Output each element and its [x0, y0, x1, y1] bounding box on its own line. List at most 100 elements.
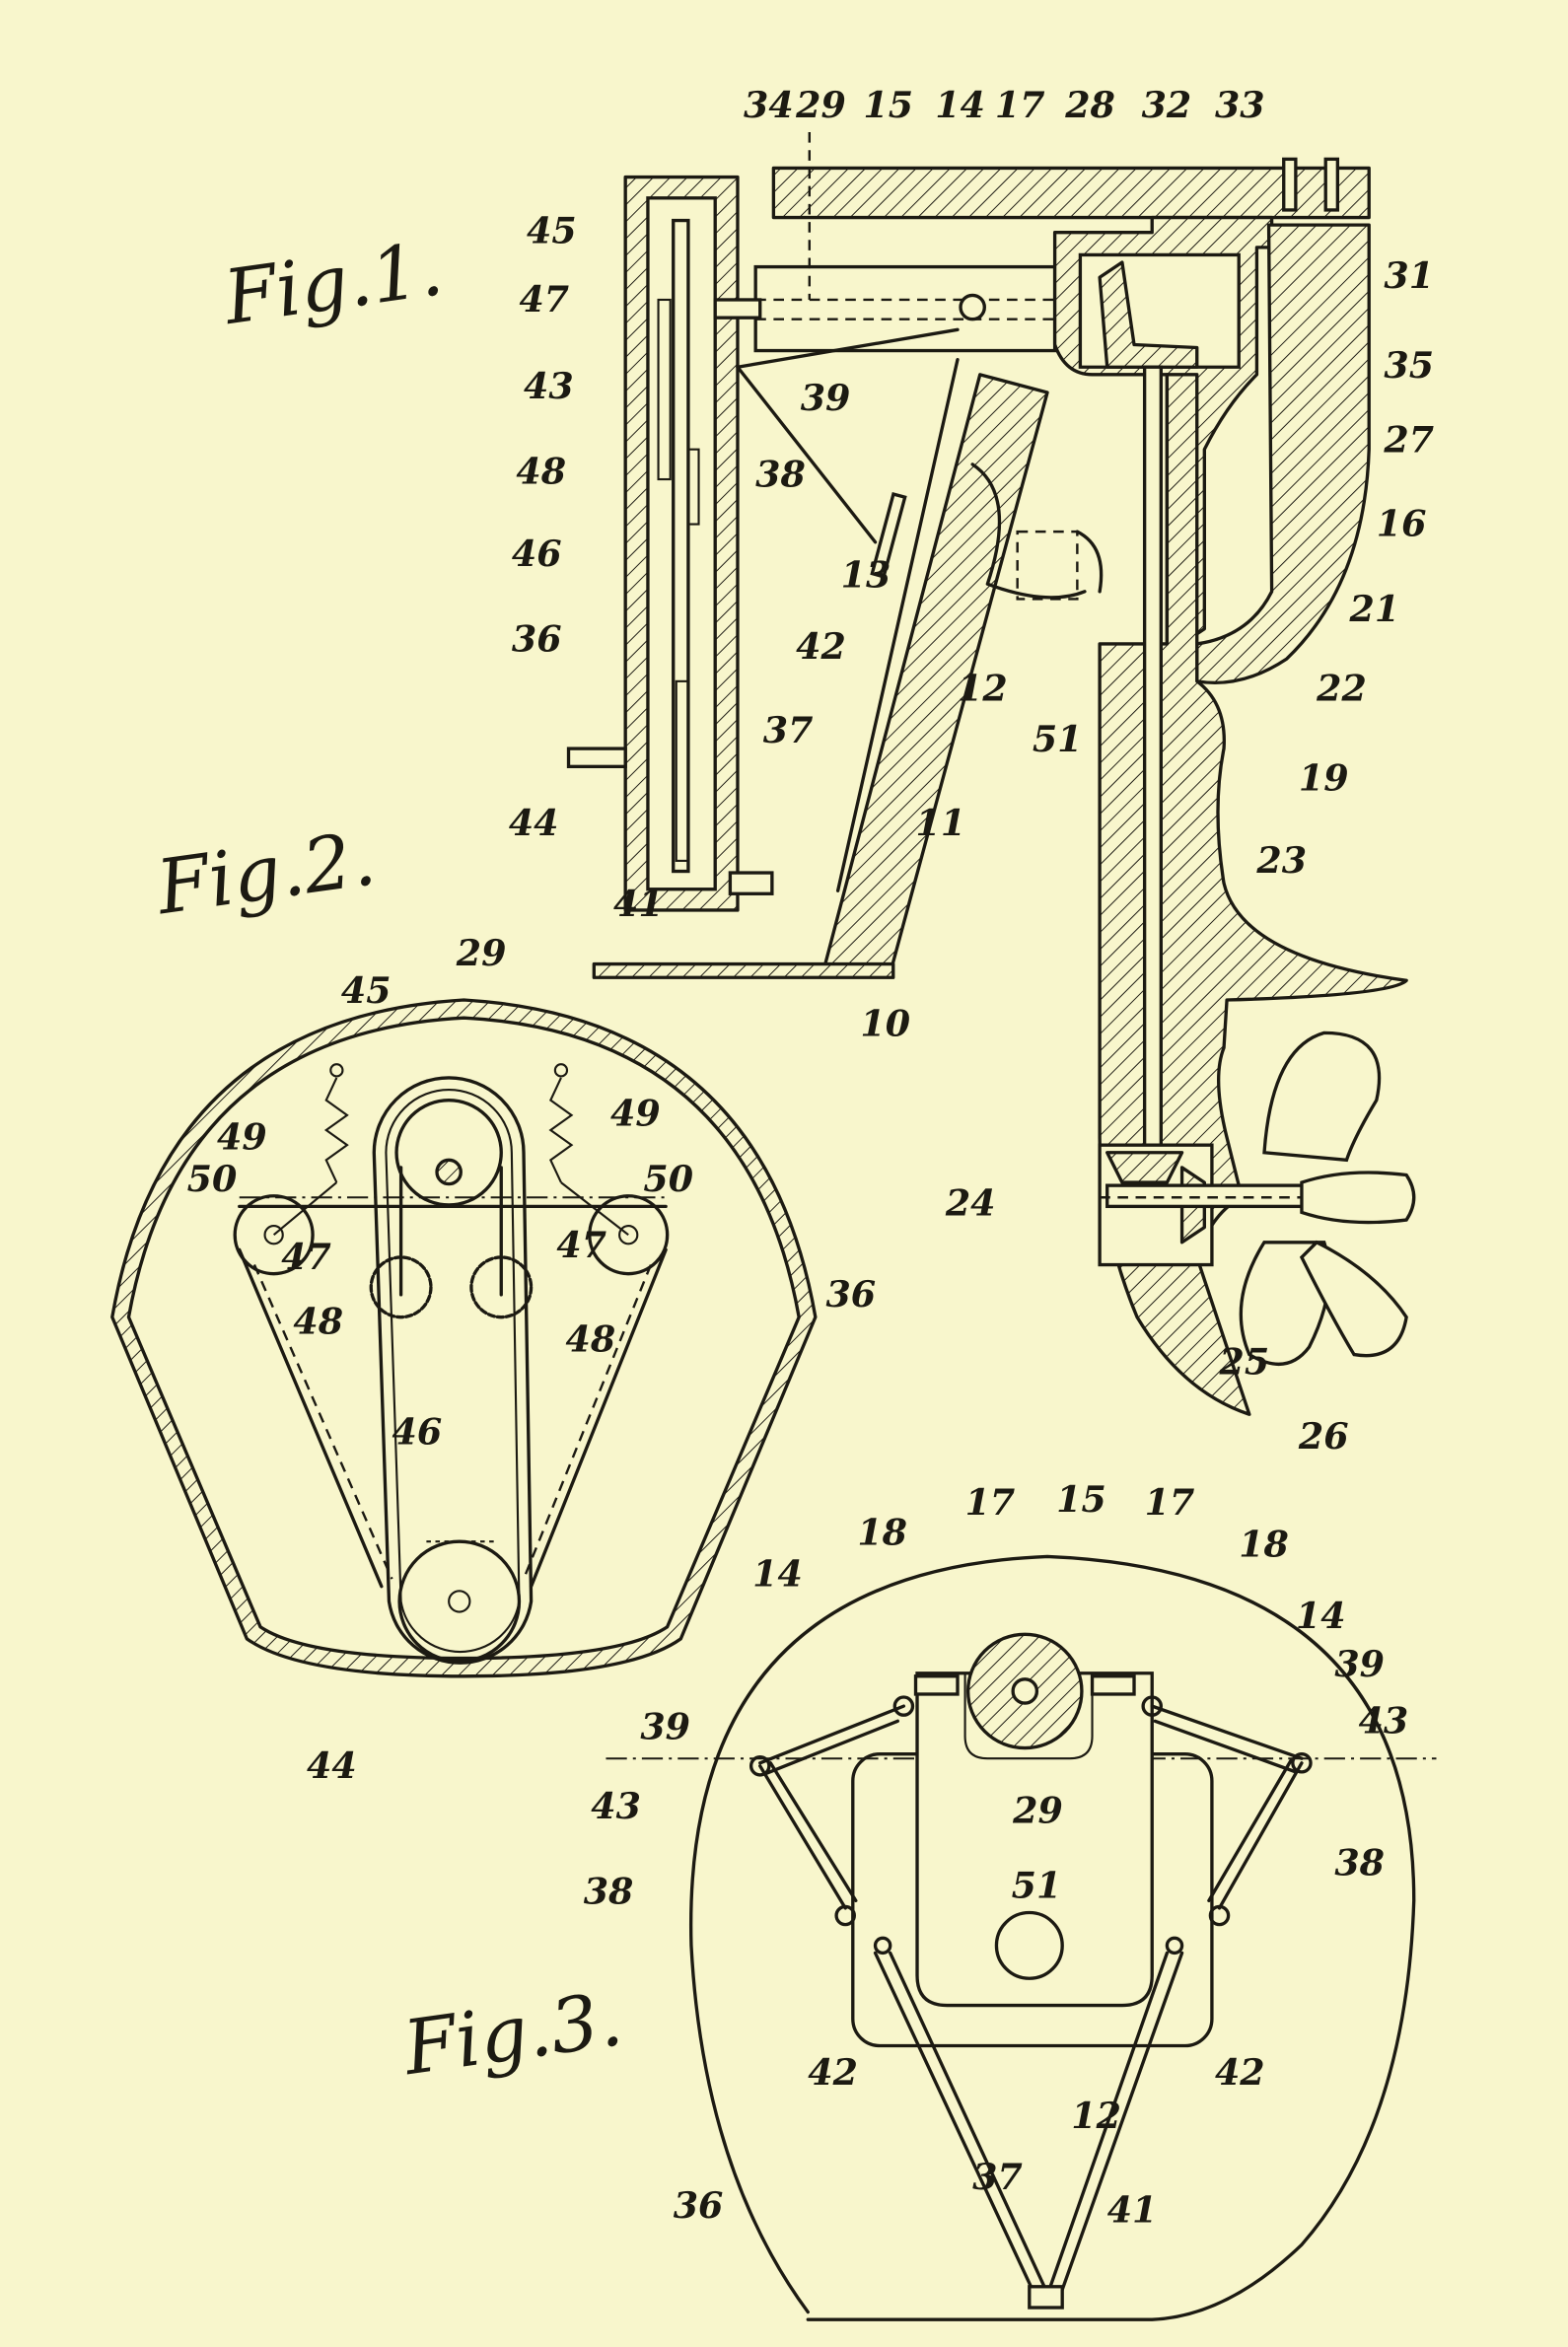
belt-46: [372, 1076, 534, 1665]
label-42-right: 42: [1215, 2051, 1265, 2094]
label-34: 34: [744, 84, 794, 126]
figure-2: Fig.2.: [110, 815, 877, 1787]
label-21: 21: [1348, 588, 1399, 630]
label-49-right: 49: [610, 1092, 661, 1134]
label-51: 51: [1033, 718, 1083, 760]
label-31: 31: [1384, 254, 1434, 297]
figure-3: Fig.3. 18 17 15 17: [396, 1478, 1437, 2321]
label-44: 44: [509, 802, 559, 844]
rod-37: [835, 357, 960, 892]
label-48-left: 48: [293, 1300, 343, 1342]
label-39-right: 39: [1334, 1643, 1385, 1685]
label-38: 38: [755, 454, 806, 496]
cover-35: [1195, 223, 1371, 685]
figure-1: Fig.1.: [217, 84, 1434, 1458]
springs-49: [272, 1063, 629, 1237]
bolts: [1282, 157, 1340, 212]
label-23: 23: [1255, 839, 1307, 882]
label-15: 15: [1056, 1478, 1106, 1521]
label-43: 43: [524, 365, 574, 407]
label-24: 24: [945, 1181, 996, 1224]
hinges-18: [892, 1674, 1163, 1717]
label-41: 41: [613, 883, 664, 925]
sleeve-15: [753, 264, 1057, 353]
figure-2-title: Fig.2.: [150, 815, 381, 931]
label-39-left: 39: [640, 1705, 690, 1747]
label-14: 14: [935, 84, 985, 126]
rods-39-38-37: [748, 1704, 1313, 2310]
shaft-29-plan: [1011, 1677, 1039, 1705]
label-49-left: 49: [217, 1116, 267, 1159]
label-19: 19: [1299, 757, 1349, 800]
label-51: 51: [1012, 1864, 1062, 1906]
label-25: 25: [1218, 1340, 1269, 1383]
label-17-right: 17: [1145, 1481, 1195, 1524]
label-44: 44: [307, 1744, 357, 1787]
label-38-left: 38: [584, 1870, 634, 1912]
pulley-44: [397, 1539, 522, 1664]
figure-1-title: Fig.1.: [217, 225, 448, 341]
box-51: [1016, 530, 1079, 601]
label-42-left: 42: [808, 2051, 858, 2094]
housing-36-section: [566, 175, 740, 912]
opening-51: [994, 1910, 1064, 1980]
side-pulleys: [233, 1194, 670, 1276]
label-42: 42: [796, 625, 846, 668]
label-33: 33: [1215, 84, 1265, 126]
label-17-left: 17: [965, 1481, 1016, 1524]
label-18-left: 18: [857, 1511, 907, 1553]
sprockets-48: [369, 1166, 534, 1319]
housing-36-plan: [689, 1554, 1416, 2321]
lower-gear-24: [1105, 1151, 1184, 1184]
transom-base-10: [592, 961, 895, 979]
label-29: 29: [1012, 1789, 1063, 1831]
label-47-right: 47: [556, 1224, 606, 1266]
label-38-right: 38: [1334, 1842, 1385, 1885]
label-29: 29: [456, 932, 507, 974]
label-35: 35: [1384, 344, 1434, 387]
label-14-left: 14: [752, 1553, 803, 1596]
label-10: 10: [860, 1002, 910, 1044]
figure-3-labels: 18 17 15 17 18 14 14 39 39 43 43 29 38 3…: [584, 1478, 1409, 2232]
bracket-12: [970, 462, 1087, 600]
plate-13: [870, 491, 907, 579]
figure-2-labels: 29 45 49 49 50 50 47 47 48 48 36 46 44: [187, 932, 877, 1787]
propeller-26: [1239, 1031, 1416, 1366]
label-45: 45: [341, 969, 392, 1012]
label-45: 45: [527, 209, 577, 251]
figure-3-title: Fig.3.: [396, 1975, 627, 2092]
label-32: 32: [1142, 84, 1192, 126]
shaft-29: [713, 298, 762, 320]
label-48: 48: [516, 451, 566, 493]
rod-38: [736, 365, 878, 544]
label-16: 16: [1377, 503, 1427, 545]
label-47-left: 47: [281, 1236, 331, 1278]
label-36: 36: [674, 2184, 724, 2227]
label-47: 47: [519, 278, 569, 320]
label-12: 12: [1071, 2095, 1121, 2137]
label-29: 29: [795, 84, 846, 126]
label-13: 13: [841, 553, 891, 596]
label-50-right: 50: [643, 1158, 693, 1200]
label-22: 22: [1316, 668, 1367, 710]
bevel-gear-27: [1098, 260, 1199, 369]
label-36: 36: [512, 618, 562, 661]
label-46: 46: [512, 533, 562, 575]
label-26: 26: [1298, 1415, 1349, 1458]
label-15: 15: [863, 84, 913, 126]
label-50-left: 50: [187, 1158, 238, 1200]
label-37: 37: [972, 2156, 1023, 2198]
outer-belts: [238, 1196, 668, 1589]
label-27: 27: [1383, 419, 1434, 462]
label-36: 36: [825, 1273, 876, 1316]
rod-39: [736, 327, 960, 369]
shaft-29-section: [435, 1158, 463, 1186]
pivot-17: [959, 293, 986, 321]
label-37: 37: [763, 709, 814, 751]
label-43-left: 43: [591, 1785, 641, 1827]
label-12: 12: [958, 668, 1008, 710]
label-14-right: 14: [1296, 1595, 1346, 1637]
label-43-right: 43: [1359, 1699, 1409, 1742]
drive-shaft-23: [1142, 365, 1163, 1155]
